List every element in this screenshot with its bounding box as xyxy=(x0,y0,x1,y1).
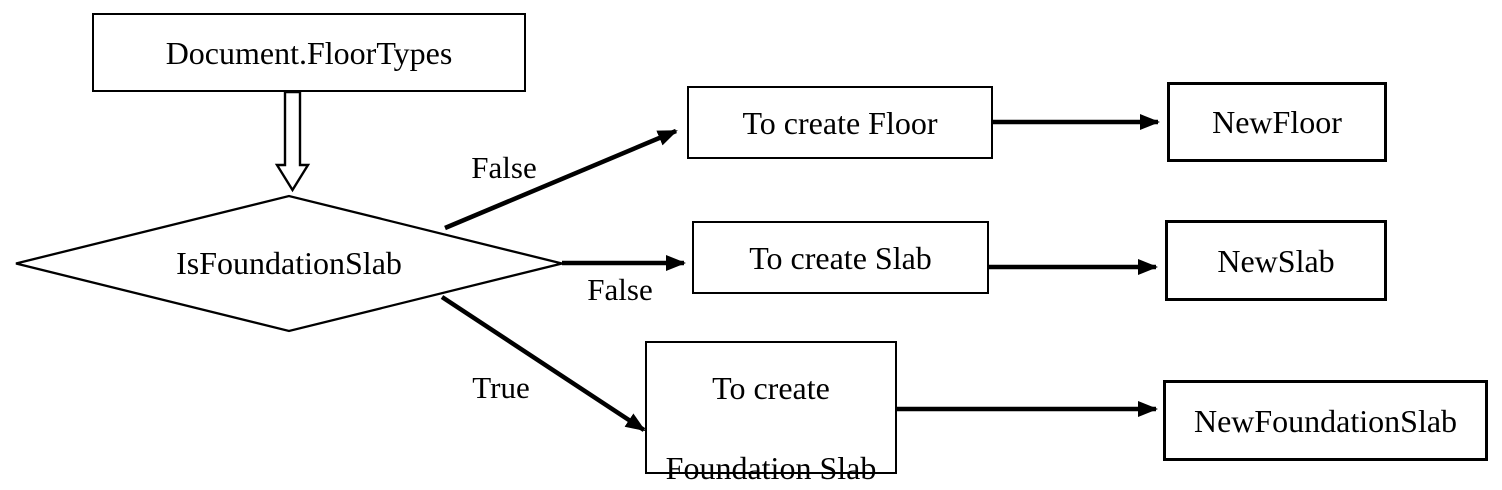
node-to-create-floor: To create Floor xyxy=(687,86,993,159)
edge-label-false-slab-branch: False xyxy=(587,272,653,307)
decision-diamond xyxy=(15,194,563,333)
node-new-slab: NewSlab xyxy=(1165,220,1387,301)
node-label: NewFoundationSlab xyxy=(1193,402,1458,439)
node-document-floortypes: Document.FloorTypes xyxy=(92,13,526,92)
down-block-arrow-icon xyxy=(274,90,311,193)
node-to-create-foundation-slab: To create Foundation Slab xyxy=(645,341,897,486)
node-label: Document.FloorTypes xyxy=(165,34,453,71)
edge-label-false-floor-branch: False xyxy=(471,150,537,185)
node-label: To create Slab xyxy=(749,239,932,276)
node-new-foundation-slab: NewFoundationSlab xyxy=(1163,380,1488,461)
node-new-floor: NewFloor xyxy=(1167,82,1387,162)
node-label-line2: Foundation Slab xyxy=(665,449,877,486)
node-label: NewFloor xyxy=(1212,104,1342,140)
arrow-false-to-create-floor xyxy=(444,128,678,231)
edge-label-true-foundation-branch: True xyxy=(472,370,530,405)
node-label-line1: To create xyxy=(712,369,830,406)
arrow-true-to-create-foundation-slab xyxy=(440,295,646,432)
node-label: To create Floor xyxy=(742,104,938,141)
node-to-create-slab: To create Slab xyxy=(692,221,989,294)
node-label: NewSlab xyxy=(1217,242,1335,279)
